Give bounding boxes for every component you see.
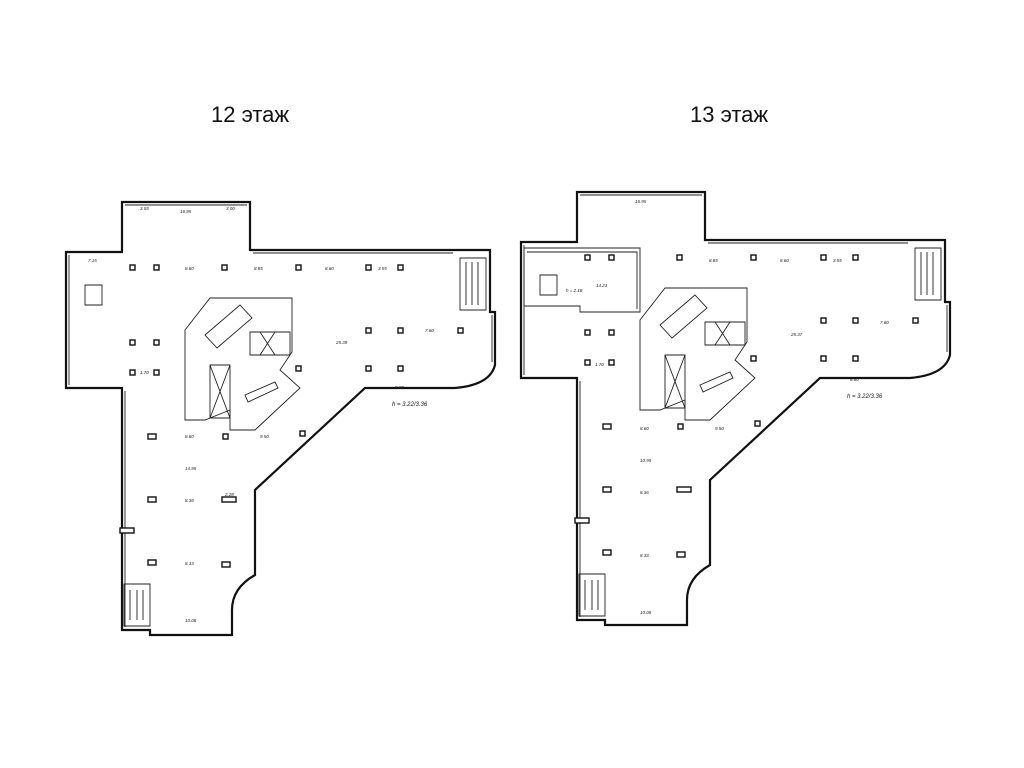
- dim-label: 8.60: [185, 266, 194, 271]
- height-label: h = 3.22/3.36: [392, 402, 428, 408]
- plan-title-13: 13 этаж: [690, 102, 769, 127]
- plan-13: 14.23 h = 2.18 16.95 8.85 8.60 3.55 1.70…: [519, 190, 952, 627]
- dim-label: 8.60: [185, 434, 194, 439]
- dim-label: 8.60: [325, 266, 334, 271]
- dim-label: 8.60: [780, 258, 789, 263]
- dim-label: 2.28: [224, 492, 234, 497]
- area-label: 14.95: [185, 466, 197, 471]
- dim-label: 9.50: [715, 426, 724, 431]
- dim-label: 8.80: [850, 377, 859, 382]
- dim-label: 8.36: [640, 490, 649, 495]
- dim-label: 8.80: [395, 385, 404, 390]
- area-label: 14.23: [596, 283, 608, 288]
- area-label: 25.37: [790, 332, 803, 337]
- dim-label: 9.50: [260, 434, 269, 439]
- dim-label: 16.95: [635, 199, 647, 204]
- area-label: 10.95: [640, 458, 652, 463]
- dim-label: 3.00: [226, 206, 235, 211]
- dim-label: 8.85: [254, 266, 263, 271]
- height-label: h = 3.22/3.36: [847, 394, 883, 400]
- plan-title-12: 12 этаж: [211, 102, 290, 127]
- dim-label: 16.95: [180, 209, 192, 214]
- room-height-label: h = 2.18: [566, 288, 583, 293]
- dim-label: 1.70: [140, 370, 149, 375]
- dim-label: 7.60: [425, 328, 434, 333]
- dim-label: 1.70: [595, 362, 604, 367]
- dim-label: 8.36: [185, 498, 194, 503]
- dim-label: 3.55: [378, 266, 387, 271]
- dim-label: 7.60: [880, 320, 889, 325]
- dim-label: 8.60: [640, 426, 649, 431]
- dim-label: 7.15: [88, 258, 97, 263]
- dim-label: 10.08: [640, 610, 652, 615]
- dim-label: 3.55: [140, 206, 149, 211]
- dim-label: 8.33: [185, 561, 194, 566]
- dim-label: 8.33: [640, 553, 649, 558]
- dim-label: 3.55: [833, 258, 842, 263]
- area-label: 25.39: [335, 340, 348, 345]
- plan-12: 16.95 3.55 3.00 7.15 8.60 8.85 8.60 3.55…: [64, 200, 497, 637]
- dim-label: 8.85: [709, 258, 718, 263]
- dim-label: 10.08: [185, 618, 197, 623]
